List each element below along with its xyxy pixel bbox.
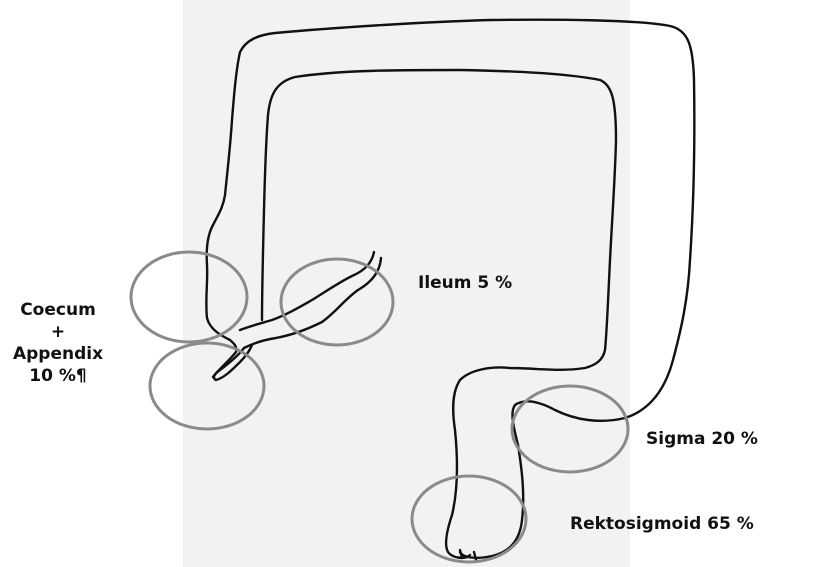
ileum-outline-upper bbox=[240, 252, 374, 330]
appendix-circle bbox=[150, 343, 264, 429]
sigma-circle bbox=[512, 386, 628, 472]
ileum-circle bbox=[281, 259, 393, 345]
coecum-appendix-label: Coecum + Appendix 10 %¶ bbox=[2, 299, 114, 387]
coecum-label-line2: + bbox=[2, 321, 114, 343]
coecum-label-line1: Coecum bbox=[2, 299, 114, 321]
ileum-label: Ileum 5 % bbox=[418, 273, 512, 293]
colon-inner-outline bbox=[262, 70, 616, 558]
rektosigmoid-label: Rektosigmoid 65 % bbox=[570, 514, 754, 534]
rektosigmoid-circle bbox=[412, 476, 526, 562]
sigma-label: Sigma 20 % bbox=[646, 429, 758, 449]
appendix-outline bbox=[214, 345, 252, 380]
coecum-label-line3: Appendix bbox=[2, 343, 114, 365]
coecum-label-line4: 10 %¶ bbox=[2, 365, 114, 387]
coecum-circle bbox=[131, 252, 247, 342]
